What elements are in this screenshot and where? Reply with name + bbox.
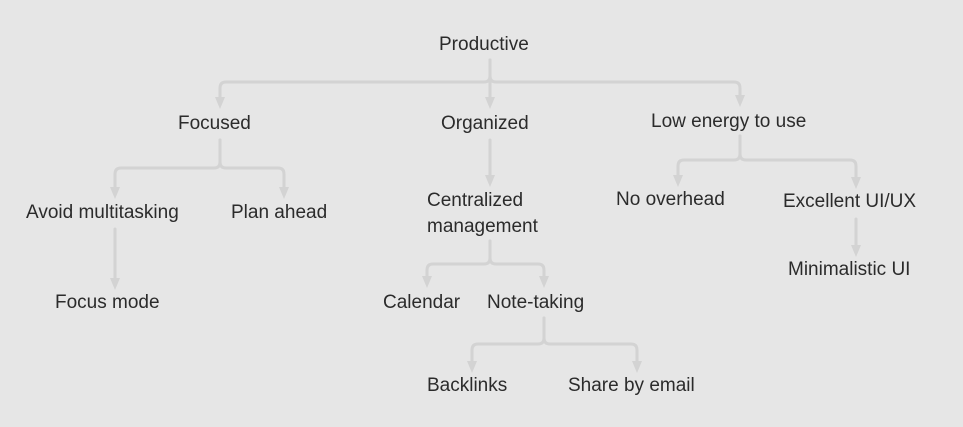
- node-calendar: Calendar: [383, 292, 461, 313]
- node-focused: Focused: [178, 113, 251, 134]
- node-excellent-ui-ux: Excellent UI/UX: [783, 191, 917, 212]
- connector-note-taking-share: [542, 316, 642, 373]
- node-plan-ahead: Plan ahead: [231, 202, 328, 223]
- connector-focused-plan-ahead: [218, 138, 289, 199]
- node-organized: Organized: [441, 113, 529, 134]
- connector-focused-avoid-multitasking: [110, 138, 222, 199]
- node-focus-mode: Focus mode: [55, 292, 160, 313]
- node-minimalistic-ui: Minimalistic UI: [788, 259, 911, 280]
- node-avoid-multitasking: Avoid multitasking: [26, 202, 179, 223]
- connector-note-taking-backlinks: [467, 316, 546, 373]
- node-share-by-email: Share by email: [568, 375, 695, 396]
- connector-productive-focused: [215, 58, 492, 109]
- node-centralized-management: Centralized management: [427, 190, 538, 237]
- connector-low-energy-no-overhead: [673, 134, 742, 187]
- connector-low-energy-excellent: [738, 134, 861, 189]
- node-productive: Productive: [439, 34, 529, 55]
- node-low-energy-to-use: Low energy to use: [651, 111, 807, 132]
- node-no-overhead: No overhead: [616, 189, 725, 210]
- node-backlinks: Backlinks: [427, 375, 508, 396]
- connector-centralized-note-taking: [488, 239, 549, 288]
- connector-centralized-calendar: [422, 239, 492, 288]
- node-note-taking: Note-taking: [487, 292, 585, 313]
- connector-productive-low-energy: [488, 58, 745, 107]
